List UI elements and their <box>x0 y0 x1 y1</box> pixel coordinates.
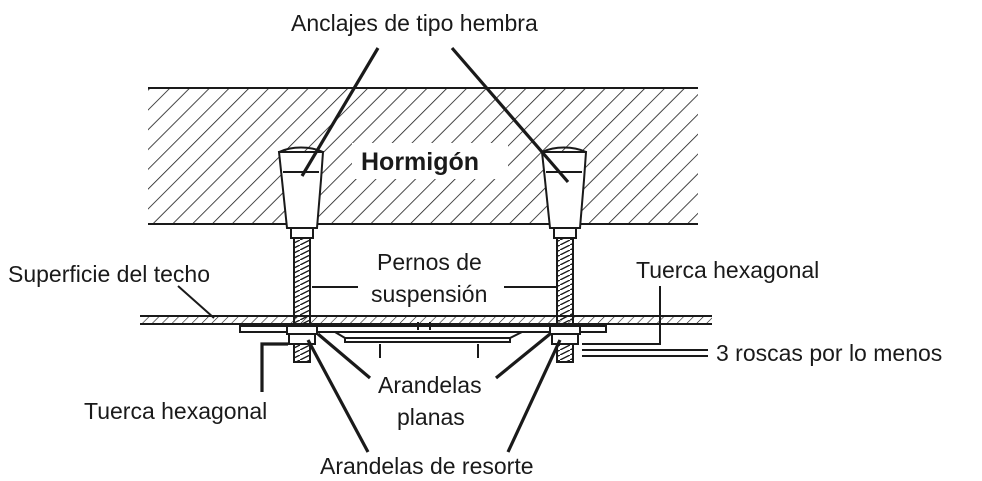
concrete-label-bg <box>352 143 508 179</box>
hex-nut-left-label: Tuerca hexagonal <box>84 398 267 424</box>
leader-lines <box>177 46 708 453</box>
hex-nut-right-label: Tuerca hexagonal <box>636 257 819 283</box>
concrete-label: Hormigón <box>361 148 479 176</box>
anchors-label: Anclajes de tipo hembra <box>291 10 538 36</box>
flat-washers-label-line1: Arandelas <box>378 372 482 398</box>
ceiling-surface-label: Superficie del techo <box>8 261 210 287</box>
spring-washers-label: Arandelas de resorte <box>320 453 534 479</box>
left-anchor <box>277 146 325 239</box>
bolts-label-line1: Pernos de <box>377 249 482 275</box>
unit-bracket <box>239 322 607 358</box>
right-bolt <box>549 237 581 363</box>
left-bolt <box>286 237 318 363</box>
bolts-label-line2: suspensión <box>371 281 487 307</box>
flat-washers-label-line2: planas <box>397 404 465 430</box>
threads-label: 3 roscas por lo menos <box>716 340 942 366</box>
right-anchor <box>540 146 588 239</box>
ceiling-board <box>140 315 712 325</box>
